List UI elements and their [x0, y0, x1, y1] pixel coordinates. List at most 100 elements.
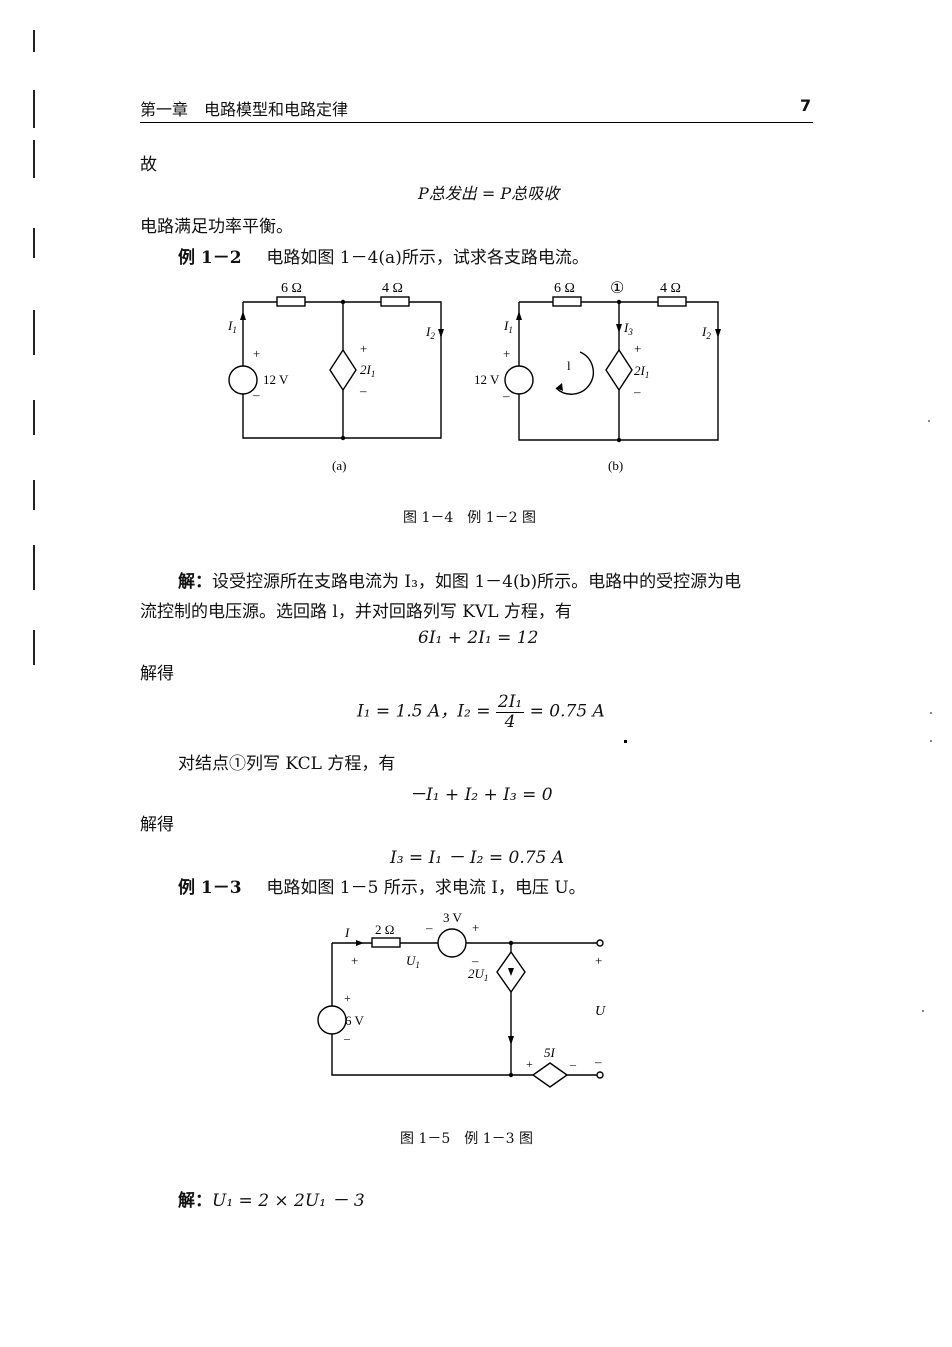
voltage-source-12v: [228, 365, 258, 395]
u-label: U: [595, 1004, 606, 1019]
vs3-label: 3 V: [443, 910, 463, 925]
equation-kcl: －I₁ + I₂ + I₃ = 0: [409, 785, 553, 805]
figure-1-5-caption: 图 1－5 例 1－3 图: [400, 1131, 533, 1147]
text-jiede-1: 解得: [140, 664, 174, 684]
voltage-source-12v: [504, 365, 534, 395]
resistor-4ohm: [380, 296, 410, 307]
r-label: 2 Ω: [375, 922, 394, 937]
u-plus: +: [595, 953, 602, 968]
dep-plus: +: [634, 341, 641, 356]
dependent-source: [605, 348, 633, 392]
resistor-4ohm: [657, 296, 687, 307]
header-rule: [140, 122, 813, 123]
node-1-label: ①: [610, 280, 624, 297]
margin-bar-5: [33, 310, 35, 355]
example-1-2: 例 1－2 电路如图 1－4(a)所示，试求各支路电流。: [178, 243, 589, 268]
text-kcl: 对结点①列写 KCL 方程，有: [178, 754, 396, 774]
loop-arrow: [555, 351, 594, 395]
subfig-label-a: (a): [332, 458, 346, 473]
text-gu: 故: [140, 155, 157, 175]
margin-bar-6: [33, 400, 35, 435]
vsrc-minus: –: [252, 387, 260, 402]
page-number: 7: [800, 96, 812, 115]
r2-label: 4 Ω: [660, 281, 681, 296]
loop-label: l: [567, 358, 571, 373]
vs6-label: 6 V: [345, 1013, 365, 1028]
margin-bar-3: [33, 140, 35, 178]
u1-plus: +: [351, 953, 358, 968]
speck: [928, 420, 930, 422]
equation-power: P总发出 = P总吸收: [418, 184, 560, 203]
fraction-denominator: 4: [504, 711, 516, 732]
fraction-i2: 2I₁ 4: [495, 692, 525, 732]
vs6-plus: +: [344, 991, 351, 1005]
example-text: 电路如图 1－5 所示，求电流 I，电压 U。: [266, 878, 586, 898]
margin-bar-1: [33, 30, 35, 52]
vsrc-label: 12 V: [263, 372, 289, 387]
vs3-minus: –: [425, 920, 433, 935]
dep2-minus: –: [569, 1057, 577, 1071]
i2-label: I2: [425, 324, 435, 341]
dep-label: 2I1: [360, 362, 375, 379]
dep-minus: –: [633, 384, 641, 399]
margin-bar-9: [33, 630, 35, 665]
i1-label: I1: [503, 318, 513, 335]
r2-label: 4 Ω: [382, 281, 403, 296]
solution-label: 解：: [178, 572, 212, 592]
example-1-3: 例 1－3 电路如图 1－5 所示，求电流 I，电压 U。: [178, 873, 586, 898]
i-label: I: [344, 925, 350, 940]
i1-label: I1: [227, 318, 237, 335]
vsrc-plus: +: [503, 346, 510, 361]
resistor-2ohm: [371, 937, 401, 948]
dep-label: 2I1: [634, 363, 649, 380]
figure-1-4-caption: 图 1－4 例 1－2 图: [403, 510, 536, 526]
u1-label: U1: [406, 953, 420, 970]
dependent-source: [329, 348, 357, 392]
margin-bar-7: [33, 480, 35, 510]
figure-1-4a: 6 Ω 4 Ω I1 I2 + – 12 V + – 2I1 (a): [227, 281, 444, 473]
solution-line-1: 设受控源所在支路电流为 I₃，如图 1－4(b)所示。电路中的受控源为电: [212, 572, 742, 592]
r1-label: 6 Ω: [554, 281, 575, 296]
dep1-label: 2U1: [468, 966, 488, 983]
r1-label: 6 Ω: [281, 281, 302, 296]
i2-label: I2: [701, 324, 711, 341]
fraction-numerator: 2I₁: [495, 692, 525, 713]
figure-1-4b: 6 Ω 4 Ω ① I1 I3 I2 + – 12 V l + – 2I1 (b…: [474, 280, 721, 473]
text-jiede-2: 解得: [140, 815, 174, 835]
equation-i2-result: = 0.75 A: [529, 701, 605, 722]
equation-currents: I₁ = 1.5 A，I₂ = 2I₁ 4 = 0.75 A: [357, 693, 605, 731]
dep2-plus: +: [526, 1057, 533, 1071]
vs6-minus: –: [343, 1031, 351, 1045]
speck: [624, 740, 627, 743]
dep2-label: 5I: [544, 1045, 556, 1060]
subfig-label-b: (b): [608, 458, 623, 473]
resistor-6ohm: [552, 296, 582, 307]
equation-i1-part: I₁ = 1.5 A，I₂ =: [357, 701, 491, 722]
text-power-balance: 电路满足功率平衡。: [140, 217, 293, 237]
voltage-source-3v: [437, 928, 467, 958]
speck: [922, 1010, 924, 1012]
margin-bar-4: [33, 228, 35, 258]
voltage-source-6v: [317, 1005, 347, 1035]
dep-minus: –: [359, 383, 367, 398]
resistor-6ohm: [276, 296, 306, 307]
equation-kvl: 6I₁ + 2I₁ = 12: [418, 628, 539, 648]
vs3-plus: +: [472, 920, 479, 935]
node-minus: –: [471, 953, 479, 968]
solution-line-2: 流控制的电压源。选回路 l，并对回路列写 KVL 方程，有: [140, 602, 572, 622]
vsrc-minus: –: [502, 388, 510, 403]
dep-plus: +: [360, 341, 367, 356]
equation-i3: I₃ = I₁ － I₂ = 0.75 A: [390, 848, 565, 868]
dependent-voltage-source: [531, 1062, 569, 1088]
speck: [930, 740, 932, 742]
vsrc-plus: +: [253, 346, 260, 361]
i3-label: I3: [623, 320, 633, 337]
solution-label: 解：: [178, 1191, 212, 1211]
u-minus: –: [594, 1054, 602, 1069]
example-label: 例 1－2: [178, 248, 242, 268]
solution-1-2: 解：设受控源所在支路电流为 I₃，如图 1－4(b)所示。电路中的受控源为电: [178, 567, 741, 592]
example-text: 电路如图 1－4(a)所示，试求各支路电流。: [266, 248, 589, 268]
solution-1-3: 解：U₁ = 2 × 2U₁ － 3: [178, 1186, 365, 1211]
solution-equation: U₁ = 2 × 2U₁ － 3: [212, 1191, 365, 1211]
figure-1-5: I 2 Ω + U1 – 3 V + – + – 6 V 2U1 5I + – …: [317, 910, 606, 1088]
